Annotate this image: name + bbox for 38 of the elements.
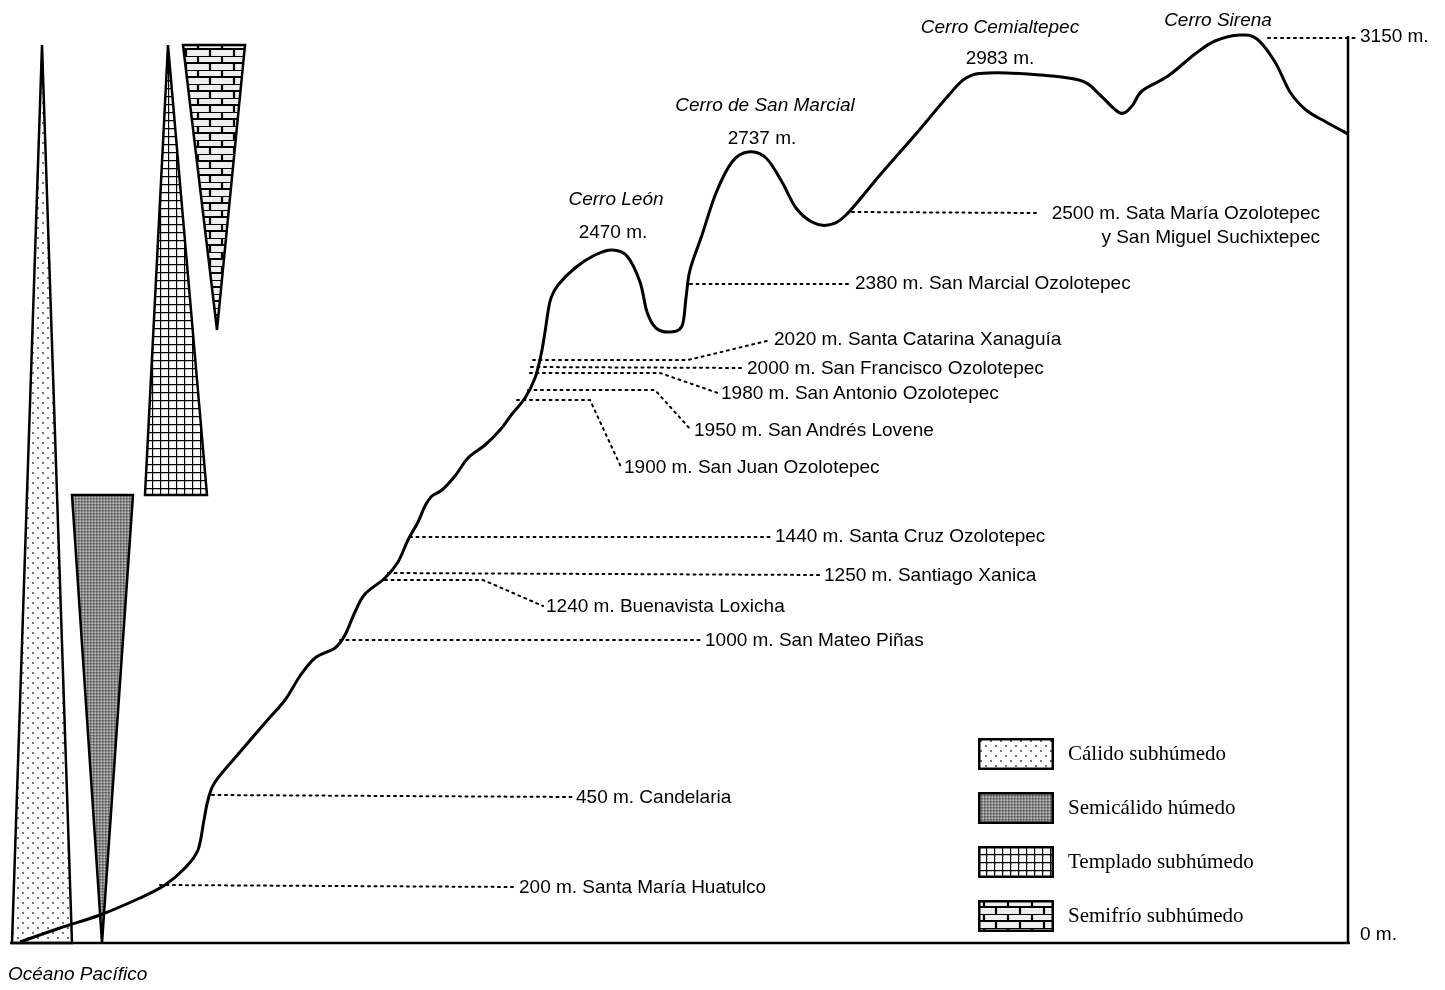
legend-label: Semifrío subhúmedo [1068, 902, 1244, 930]
peak-name: Cerro Sirena [1164, 8, 1272, 32]
place-elevation-label: 1250 m. Santiago Xanica [824, 563, 1037, 587]
place-elevation-label: 2500 m. Sata María Ozolotepec y San Miguel Suchixtepec [1040, 201, 1320, 249]
place-elevation-label: 1240 m. Buenavista Loxicha [546, 594, 785, 618]
place-elevation-label: 450 m. Candelaria [576, 785, 732, 809]
place-elevation-label: 200 m. Santa María Huatulco [519, 875, 767, 899]
leader-line [530, 366, 745, 369]
legend-label: Semicálido húmedo [1068, 794, 1236, 822]
place-elevation-label: 1980 m. San Antonio Ozolotepec [721, 381, 999, 405]
place-elevation-label: 1900 m. San Juan Ozolotepec [624, 455, 880, 479]
place-elevation-label: 2380 m. San Marcial Ozolotepec [855, 271, 1131, 295]
leader-line [339, 639, 703, 641]
elevation-label: 0 m. [1360, 922, 1397, 946]
peak-elevation: 2983 m. [965, 46, 1035, 70]
leader-line [529, 372, 719, 394]
peak-name: Cerro Cemialtepec [920, 15, 1080, 39]
leader-line [387, 572, 822, 576]
peak-name: Cerro León [568, 187, 664, 211]
legend-label: Cálido subhúmedo [1068, 740, 1227, 768]
place-elevation-label: 1950 m. San Andrés Lovene [694, 418, 934, 442]
place-elevation-label: 2020 m. Santa Catarina Xanaguía [774, 327, 1062, 351]
leader-line [384, 579, 544, 607]
leader-line [516, 399, 622, 468]
elevation-label: 3150 m. [1360, 24, 1429, 48]
peak-elevation: 2470 m. [578, 220, 648, 244]
legend-label: Templado subhúmedo [1068, 848, 1254, 876]
peak-elevation: 2737 m. [727, 126, 797, 150]
place-elevation-label: 1000 m. San Mateo Piñas [705, 628, 924, 652]
peak-name: Cerro de San Marcial [675, 93, 855, 117]
leader-line [527, 389, 692, 431]
leader-line [159, 884, 517, 888]
place-label: Océano Pacífico [8, 962, 148, 986]
leader-line [851, 211, 1038, 214]
leader-line [409, 536, 773, 538]
place-elevation-label: 2000 m. San Francisco Ozolotepec [747, 356, 1044, 380]
place-elevation-label: 1440 m. Santa Cruz Ozolotepec [775, 524, 1046, 548]
leader-line [211, 794, 574, 798]
